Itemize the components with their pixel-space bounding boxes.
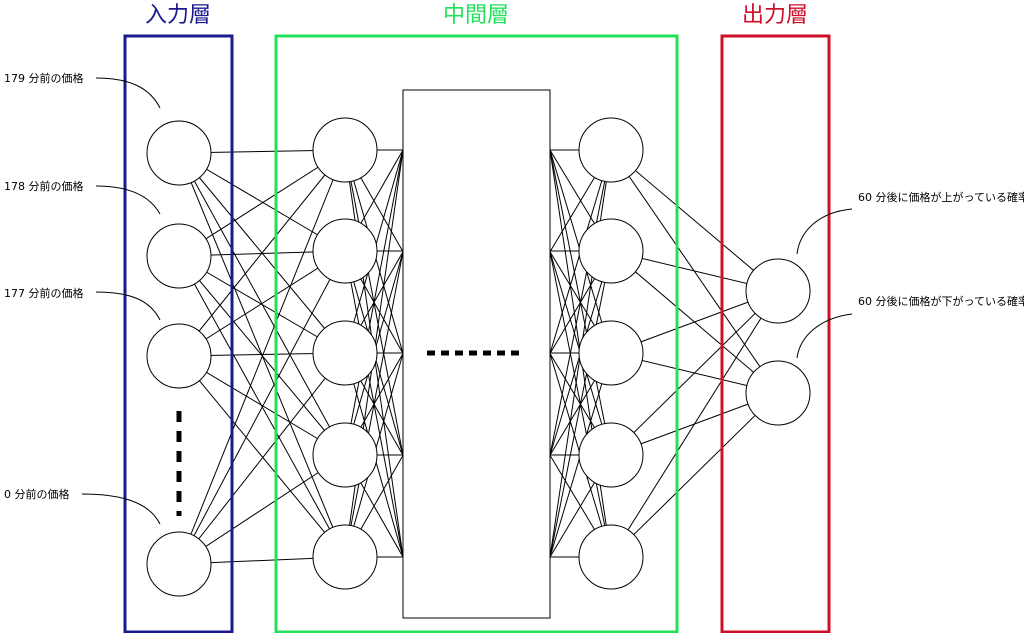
edge-hidden2-4-output-1 [610, 392, 779, 558]
edge-input-2-hidden1-4 [178, 355, 346, 558]
output-layer-title: 出力層 [742, 3, 808, 28]
input-node-0 [146, 120, 212, 186]
hidden1-node-0 [312, 117, 378, 183]
edge-input-1-hidden1-3 [178, 255, 346, 456]
input-node-3 [146, 531, 212, 597]
edge-hidden2-4-fan-1 [549, 251, 612, 558]
output-layer-box [720, 34, 831, 633]
edge-input-2-hidden1-1 [178, 250, 346, 357]
output-node-0 [745, 258, 811, 324]
edge-hidden2-3-fan-0 [549, 149, 612, 456]
edge-input-2-hidden1-0 [178, 149, 346, 357]
input-callout-179 [95, 77, 161, 109]
input-callout-0 [81, 493, 161, 525]
output-label-up: 60 分後に価格が上がっている確率 [858, 190, 1024, 204]
hidden2-node-4 [578, 524, 644, 590]
input-layer-title: 入力層 [145, 3, 211, 28]
output-node-1 [745, 360, 811, 426]
hidden-layer-title: 中間層 [443, 3, 509, 28]
input-layer-box [123, 34, 234, 633]
edge-hidden2-4-output-0 [610, 290, 779, 558]
input-callout-177 [95, 291, 161, 321]
hidden2-node-0 [578, 117, 644, 183]
output-label-down: 60 分後に価格が下がっている確率 [858, 294, 1024, 308]
edge-input-3-hidden1-3 [178, 454, 346, 565]
input-label-177: 177 分前の価格 [4, 286, 84, 300]
nodes [146, 117, 811, 597]
hidden1-node-1 [312, 218, 378, 284]
hidden2-node-3 [578, 422, 644, 488]
hidden2-node-2 [578, 320, 644, 386]
output-callout-up [796, 208, 853, 255]
edge-input-1-hidden1-0 [178, 149, 346, 257]
edge-input-3-hidden1-2 [178, 352, 346, 565]
output-callout-down [796, 313, 853, 359]
input-label-179: 179 分前の価格 [4, 71, 84, 85]
hidden1-node-2 [312, 320, 378, 386]
edge-hidden2-3-output-0 [610, 290, 779, 456]
hidden-layer-box [274, 34, 679, 633]
edge-hidden1-4-fan-1 [344, 251, 404, 558]
hidden1-node-3 [312, 422, 378, 488]
input-label-178: 178 分前の価格 [4, 179, 84, 193]
edge-hidden2-0-output-0 [610, 149, 779, 292]
edge-input-3-hidden1-1 [178, 250, 346, 565]
input-callout-178 [95, 185, 161, 215]
input-node-2 [146, 323, 212, 389]
input-label-0: 0 分前の価格 [4, 487, 70, 501]
edge-input-3-hidden1-0 [178, 149, 346, 565]
hidden1-node-4 [312, 524, 378, 590]
edge-hidden1-3-fan-0 [344, 149, 404, 456]
input-node-1 [146, 223, 212, 289]
hidden2-node-1 [578, 218, 644, 284]
